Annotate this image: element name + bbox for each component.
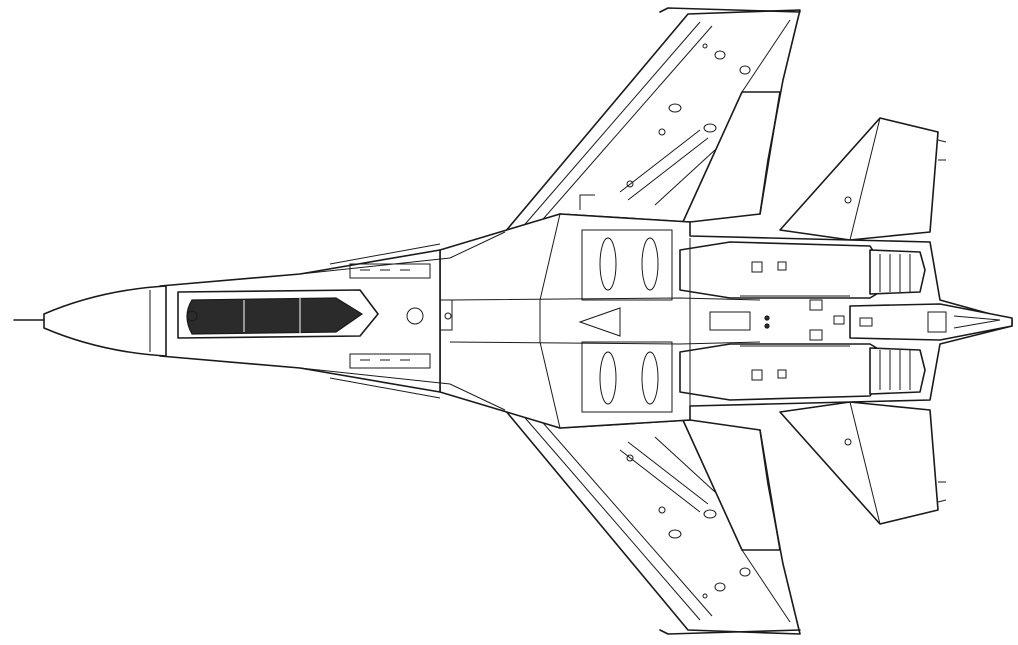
tailplane-upper xyxy=(779,117,947,241)
left-wing-upper xyxy=(504,7,801,235)
forward-fuselage xyxy=(13,231,506,411)
right-wing-lower xyxy=(504,407,801,635)
tailplane-lower xyxy=(779,401,947,525)
center-fuselage xyxy=(439,213,1013,429)
